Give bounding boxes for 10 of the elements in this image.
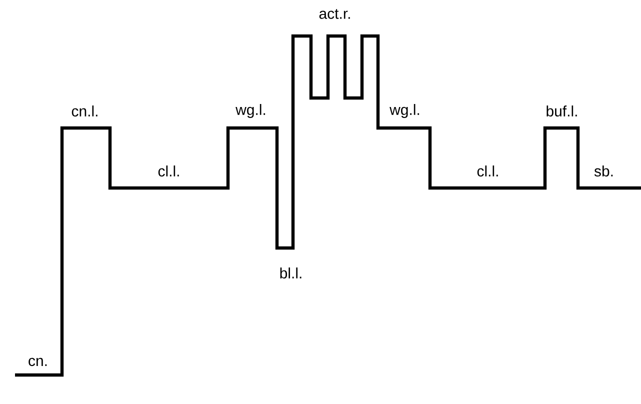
layer-label: cn. — [28, 358, 47, 366]
layer-label: bl.l. — [280, 267, 302, 278]
layer-label: cl.l. — [158, 165, 179, 176]
layer-label: wg.l. — [390, 104, 420, 118]
layer-label: buf.l. — [546, 105, 577, 116]
layer-label: cn.l. — [72, 105, 98, 116]
layer-label: act.r. — [319, 9, 350, 19]
layer-label: sb. — [594, 165, 613, 176]
layer-label: cl.l. — [477, 165, 498, 176]
layer-label: wg.l. — [236, 104, 266, 118]
